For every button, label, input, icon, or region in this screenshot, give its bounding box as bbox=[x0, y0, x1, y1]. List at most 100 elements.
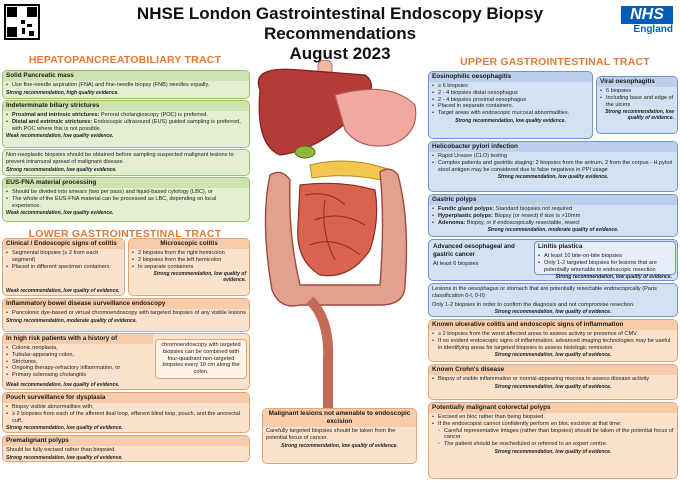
anatomy-illustration bbox=[257, 60, 417, 410]
section-lower-gi: LOWER GASTROINTESTINAL TRACT bbox=[28, 228, 222, 240]
list-item: Proximal and intrinsic strictures: Peror… bbox=[6, 112, 246, 119]
evidence-text: Strong recommendation, low quality of ev… bbox=[555, 274, 672, 280]
card-title: Indeterminate biliary strictures bbox=[3, 101, 249, 111]
list-item: In separate containers bbox=[132, 264, 246, 271]
h-pylori-card: Helicobacter pylori infection Rapid Urea… bbox=[428, 141, 678, 192]
evidence-text: Strong recommendation, moderate quality … bbox=[6, 317, 137, 324]
list-item: The whole of the EUS-FNA material can be… bbox=[6, 196, 246, 210]
list-item: Placed in different specimen containers bbox=[6, 264, 121, 271]
microscopic-colitis-card: Microscopic colitis 2 biopsies from the … bbox=[128, 238, 250, 296]
high-risk-card: In high risk patients with a history of … bbox=[2, 333, 250, 390]
card-title: Clinical / Endoscopic signs of colitis bbox=[3, 239, 124, 249]
list-item: 2 - 4 biopsies proximal oesophagus bbox=[432, 97, 589, 104]
card-text-2: Only 1-2 biopsies in order to confirm th… bbox=[432, 301, 635, 308]
evidence-text: Strong recommendation, low quality of ev… bbox=[6, 454, 123, 461]
card-title: Viral oesophagitis bbox=[597, 77, 677, 87]
ulcerative-colitis-card: Known ulcerative colitis and endoscopic … bbox=[428, 319, 678, 362]
list-item: 6 biopsies bbox=[600, 88, 674, 95]
list-item: 2 biopsies from the right hemicolon bbox=[132, 250, 246, 257]
list-item: Fundic gland polyps: Standard biopsies n… bbox=[432, 206, 674, 213]
evidence-text: Strong recommendation, moderate quality … bbox=[487, 227, 619, 234]
evidence-text: Strong recommendation, low quality of ev… bbox=[153, 271, 246, 284]
solid-pancreatic-mass-card: Solid Pancreatic mass Use fine-needle as… bbox=[2, 70, 250, 99]
title-line-1: NHSE London Gastrointestinal Endoscopy B… bbox=[136, 4, 544, 43]
card-text: At least 6 biopsies bbox=[433, 261, 479, 267]
high-risk-note: chromoendoscopy with targeted biopsies c… bbox=[155, 339, 247, 379]
nhs-region: England bbox=[633, 24, 673, 35]
eus-fna-card: EUS-FNA material processing Should be di… bbox=[2, 177, 250, 222]
advanced-cancer-group: Advanced oesophageal and gastric cancer … bbox=[428, 239, 678, 281]
card-title: Potentially malignant colorectal polyps bbox=[429, 403, 677, 413]
list-item: If the endoscopist cannot confidently pe… bbox=[432, 421, 674, 428]
card-title: Gastric polyps bbox=[429, 195, 677, 205]
biliary-strictures-card: Indeterminate biliary strictures Proxima… bbox=[2, 100, 250, 148]
card-title: Known Crohn's disease bbox=[429, 365, 677, 375]
list-item: Ongoing therapy-refractory inflammation,… bbox=[6, 365, 150, 372]
card-title: Malignant lesions not amenable to endosc… bbox=[263, 409, 416, 427]
resectable-lesions-card: Lesions in the oesophagus or stomach tha… bbox=[428, 283, 678, 317]
card-title: Known ulcerative colitis and endoscopic … bbox=[429, 320, 677, 330]
page-title: NHSE London Gastrointestinal Endoscopy B… bbox=[60, 4, 620, 64]
evidence-text: Strong recommendation, high quality evid… bbox=[6, 89, 119, 96]
ibd-surveillance-card: Inflammatory bowel disease surveillance … bbox=[2, 298, 250, 332]
item-heading: Fundic gland polyps: bbox=[438, 206, 495, 212]
card-title: Premalignant polyps bbox=[3, 436, 249, 446]
item-heading: Adenoma: bbox=[438, 219, 466, 226]
evidence-text: Strong recommendation, low quality evide… bbox=[455, 117, 566, 124]
title-line-2: August 2023 bbox=[289, 44, 391, 63]
evidence-text: Strong recommendation, low quality of ev… bbox=[605, 109, 674, 122]
list-item: At least 10 bite-on-bite biopsies bbox=[538, 253, 672, 260]
list-item: If no evident endoscopic signs of inflam… bbox=[432, 338, 674, 352]
card-title: Advanced oesophageal and gastric cancer bbox=[433, 243, 515, 258]
card-text: Non-neoplastic biopsies should be obtain… bbox=[6, 152, 234, 165]
list-item: Biopsy of visible inflammation or normal… bbox=[432, 376, 674, 383]
evidence-text: Strong recommendation, low quality of ev… bbox=[281, 442, 398, 449]
viral-oesophagitis-card: Viral oesophagitis 6 biopsies Including … bbox=[596, 76, 678, 134]
card-title: Helicobacter pylori infection bbox=[429, 142, 677, 152]
malignant-lesions-card: Malignant lesions not amenable to endosc… bbox=[262, 408, 417, 464]
evidence-text: Strong recommendation, low quality of ev… bbox=[494, 352, 612, 359]
list-item: Including base and edge of the ulcers bbox=[600, 95, 674, 109]
list-item: ≥ 2 biopsies from each of the afferent i… bbox=[6, 411, 246, 425]
card-title: Inflammatory bowel disease surveillance … bbox=[3, 299, 249, 309]
qr-code-icon[interactable] bbox=[4, 4, 40, 40]
card-title: Pouch surveillance for dysplasia bbox=[3, 393, 249, 403]
card-text: Should be fully excised rather than biop… bbox=[6, 447, 116, 453]
list-item: Adenoma: Biopsy, or if endoscopically re… bbox=[432, 220, 674, 227]
list-item: Only 1-2 targeted biopsies for lesions t… bbox=[538, 260, 672, 274]
card-title: Solid Pancreatic mass bbox=[3, 71, 249, 81]
list-item: Strictures, bbox=[6, 359, 150, 366]
card-title: In high risk patients with a history of bbox=[3, 334, 153, 344]
section-hepatopancreatobiliary: HEPATOPANCREATOBILIARY TRACT bbox=[28, 54, 222, 66]
non-neoplastic-card: Non-neoplastic biopsies should be obtain… bbox=[2, 149, 250, 176]
item-text: Biopsy, or if endoscopically resectable,… bbox=[465, 219, 580, 226]
list-item: Biopsy visible abnormalities with, bbox=[6, 404, 246, 411]
list-item: Hyperplastic polyps: Biopsy (or resect) … bbox=[432, 213, 674, 220]
evidence-text: Strong recommendation, low quality of ev… bbox=[494, 383, 612, 390]
advanced-cancer-block: Advanced oesophageal and gastric cancer … bbox=[431, 242, 529, 269]
item-heading: Hyperplastic polyps: bbox=[438, 212, 494, 219]
list-item: Target areas with endoscopic mucosal abn… bbox=[432, 110, 589, 117]
linitis-plastica-card: Linitis plastica At least 10 bite-on-bit… bbox=[534, 241, 676, 276]
evidence-text: Weak recommendation, low quality of evid… bbox=[6, 288, 120, 294]
list-item: Tubular-appearing colon, bbox=[6, 352, 150, 359]
crohns-card: Known Crohn's disease Biopsy of visible … bbox=[428, 364, 678, 400]
card-title: Linitis plastica bbox=[538, 243, 583, 250]
list-item: Colonic neoplasia, bbox=[6, 345, 150, 352]
list-item: Complex patients and gastritis staging: … bbox=[432, 160, 674, 174]
evidence-text: Strong recommendation, low quality of ev… bbox=[494, 309, 612, 316]
list-item: Pancolonic dye-based or virtual chromoen… bbox=[6, 310, 246, 317]
item-text: Biopsy (or resect) if size is >10mm bbox=[493, 212, 581, 219]
list-item: 2 - 4 biopsies distal oesophagus bbox=[432, 90, 589, 97]
evidence-text: Strong recommendation, low quality evide… bbox=[497, 174, 609, 181]
card-text-1: Lesions in the oesophagus or stomach tha… bbox=[432, 286, 657, 299]
list-item: Placed in separate containers. bbox=[432, 103, 589, 110]
gastric-polyps-card: Gastric polyps Fundic gland polyps: Stan… bbox=[428, 194, 678, 237]
list-item: Segmental biopsies (≥ 2 from each segmen… bbox=[6, 250, 121, 264]
list-item: Primary sclerosing cholangitis bbox=[6, 372, 150, 379]
list-item: Rapid Urease (CLO) testing bbox=[432, 153, 674, 160]
colorectal-polyps-card: Potentially malignant colorectal polyps … bbox=[428, 402, 678, 479]
list-item: Excised en bloc rather than being biopsi… bbox=[432, 414, 674, 421]
card-title: Microscopic colitis bbox=[129, 239, 249, 249]
item-text: Peroral cholangioscopy (POC) is preferre… bbox=[99, 112, 208, 118]
